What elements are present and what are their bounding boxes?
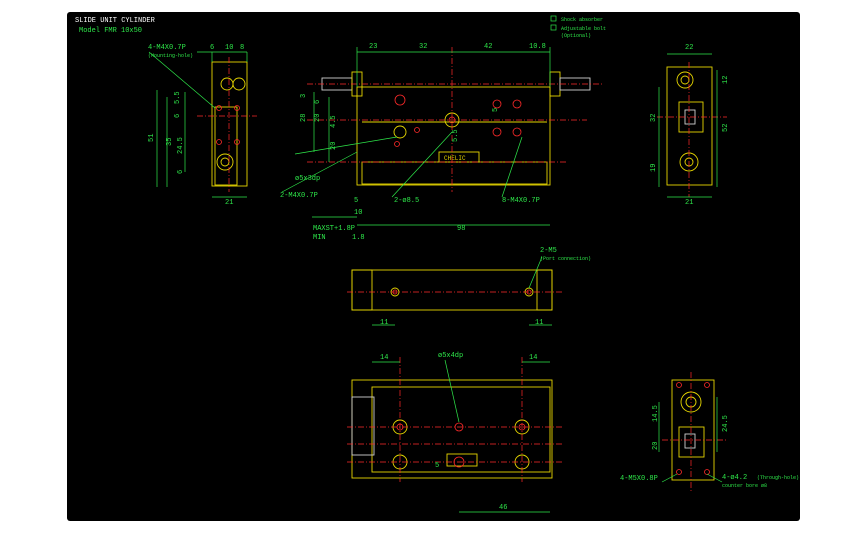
corner-dim-2: 20: [652, 442, 660, 450]
cad-drawing: SLIDE UNIT CYLINDER Model FMR 10x50 Shoc…: [75, 15, 799, 513]
stroke-max: MAXST+1.8P: [313, 225, 355, 233]
corner-dim-1: 14.5: [652, 405, 660, 422]
corner-callout-right: 4-ø4.2: [722, 474, 747, 482]
legend-item2-note: (Optional): [561, 33, 591, 39]
left-dim-side-1: 5.5: [174, 91, 182, 104]
left-label-note: (Mounting-hole): [148, 53, 193, 59]
middle-view: 2-M5 (Port connection) 11 11: [347, 247, 591, 327]
front-dim-left-2: 6: [314, 100, 322, 104]
mid-callout: 2-M5: [540, 247, 557, 255]
front-dim-left-5: 4.5: [330, 115, 338, 128]
front-dim-top-1: 23: [369, 43, 377, 51]
mid-dim-1: 11: [380, 319, 388, 327]
front-view: CHELIC 23 32 42 10.8 3 6 28 20 4.5 20 5 …: [280, 43, 602, 242]
legend-box-2: [550, 24, 557, 31]
front-dim-inner2: 5.5: [452, 129, 460, 142]
bottom-dim-top-1: 14: [380, 354, 388, 362]
front-callout-4: 8-M4X0.7P: [502, 197, 540, 205]
front-dim-bottom-1: 5: [354, 197, 358, 205]
right-dim-2: 32: [650, 114, 658, 122]
right-dim-4: 19: [650, 164, 658, 172]
right-dim-bottom: 21: [685, 199, 693, 207]
left-dim-side-2: 6: [174, 114, 182, 118]
left-view: 4-M4X0.7P (Mounting-hole) 6 10 8 5.5 6 3…: [148, 44, 257, 207]
right-dim-top: 22: [685, 44, 693, 52]
title-line2: Model FMR 10x50: [79, 27, 142, 35]
legend-item1: Shock absorber: [561, 17, 603, 23]
stroke-min: MIN: [313, 234, 326, 242]
left-dim-side-5: 6: [177, 170, 185, 174]
corner-dim-3: 24.5: [722, 415, 730, 432]
left-dim-top-1: 6: [210, 44, 214, 52]
front-callout-3: 2-ø8.5: [394, 197, 419, 205]
mid-dim-2: 11: [535, 319, 543, 327]
bottom-dim-side: 5: [435, 462, 439, 470]
left-dim-bottom: 21: [225, 199, 233, 207]
front-callout-1: ø5x3dp: [295, 175, 320, 183]
left-dim-top-3: 8: [240, 44, 244, 52]
legend-box-1: [550, 15, 557, 22]
corner-view: 14.5 20 24.5 4-M5X0.8P 4-ø4.2 (Through-h…: [620, 372, 799, 492]
front-dim-bottom-2: 10: [354, 209, 362, 217]
front-callout-2: 2-M4X0.7P: [280, 192, 318, 200]
title-line1: SLIDE UNIT CYLINDER: [75, 17, 156, 25]
corner-callout-right-note2: counter bore ø8: [722, 483, 767, 489]
mid-callout-note: (Port connection): [540, 256, 591, 262]
left-label: 4-M4X0.7P: [148, 44, 186, 52]
legend-item2: Adjustable bolt: [561, 26, 606, 32]
stroke-min-val: 1.8: [352, 234, 365, 242]
front-brand: CHELIC: [444, 155, 466, 162]
front-dim-left-6: 20: [330, 142, 338, 150]
left-dim-top-2: 10: [225, 44, 233, 52]
right-dim-3: 52: [722, 124, 730, 132]
corner-callout-left: 4-M5X0.8P: [620, 475, 658, 483]
bottom-view: 14 14 ø5x4dp 5 46: [347, 352, 562, 513]
front-dim-inner: 5: [492, 108, 500, 112]
bottom-callout: ø5x4dp: [438, 352, 463, 360]
front-dim-left-1: 3: [300, 94, 308, 98]
bottom-dim-bottom: 46: [499, 504, 507, 512]
right-view: 22 12 32 52 19 21: [650, 44, 730, 207]
front-dim-top-4: 10.8: [529, 43, 546, 51]
front-dim-left-3: 28: [300, 114, 308, 122]
drawing-sheet: SLIDE UNIT CYLINDER Model FMR 10x50 Shoc…: [67, 12, 800, 521]
front-dim-left-4: 20: [314, 114, 322, 122]
bottom-dim-top-2: 14: [529, 354, 537, 362]
left-dim-outer: 51: [148, 134, 156, 142]
front-dim-top-2: 32: [419, 43, 427, 51]
front-dim-bottom-3: 98: [457, 225, 465, 233]
left-dim-side-3: 35: [166, 138, 174, 146]
right-dim-1: 12: [722, 76, 730, 84]
front-dim-top-3: 42: [484, 43, 492, 51]
corner-callout-right-note: (Through-hole): [757, 475, 799, 481]
left-dim-side-4: 24.5: [177, 137, 185, 154]
